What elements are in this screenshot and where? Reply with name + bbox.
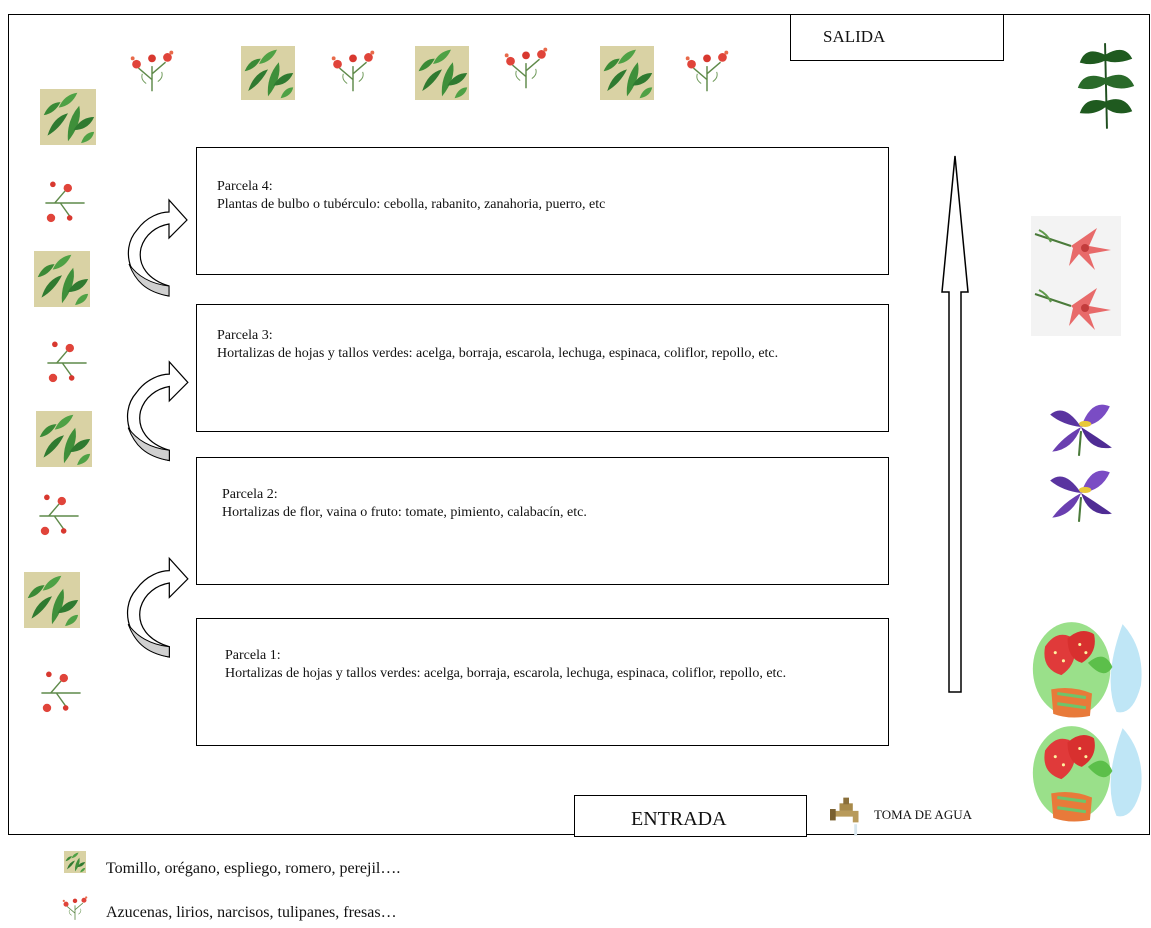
- plot-4: Parcela 4: Plantas de bulbo o tubérculo:…: [196, 147, 889, 275]
- plot-1: Parcela 1: Hortalizas de hojas y tallos …: [196, 618, 889, 746]
- herb-icon: [415, 46, 469, 100]
- exit-box: SALIDA: [790, 14, 1004, 61]
- plot-3: Parcela 3: Hortalizas de hojas y tallos …: [196, 304, 889, 432]
- rotation-arrow-1-to-2: [126, 557, 189, 658]
- flower-icon: [40, 670, 82, 713]
- flower-icon: [38, 493, 80, 536]
- flower-icon: [330, 49, 376, 93]
- lily-icon: [1030, 276, 1122, 336]
- strawberry-icon: [1031, 724, 1144, 824]
- herb-icon: [241, 46, 295, 100]
- plot-1-title: Parcela 1:: [225, 648, 281, 663]
- flower-icon: [46, 340, 88, 383]
- iris-icon: [1049, 469, 1113, 523]
- legend-flowers-text: Azucenas, lirios, narcisos, tulipanes, f…: [106, 904, 397, 921]
- rotation-arrow-3-to-4: [127, 199, 188, 297]
- entrance-box: ENTRADA: [574, 795, 807, 837]
- exit-label: SALIDA: [823, 27, 886, 46]
- plot-4-description: Plantas de bulbo o tubérculo: cebolla, r…: [217, 197, 606, 212]
- plot-3-description: Hortalizas de hojas y tallos verdes: ace…: [217, 346, 779, 361]
- flower-icon: [44, 180, 86, 223]
- plot-4-title: Parcela 4:: [217, 179, 273, 194]
- herb-icon: [600, 46, 654, 100]
- plot-3-title: Parcela 3:: [217, 328, 273, 343]
- legend-herbs: Tomillo, orégano, espliego, romero, pere…: [56, 860, 400, 878]
- herb-icon: [36, 411, 92, 467]
- herb-icon: [40, 89, 96, 145]
- legend-herbs-text: Tomillo, orégano, espliego, romero, pere…: [106, 860, 401, 877]
- legend-flowers: Azucenas, lirios, narcisos, tulipanes, f…: [56, 904, 397, 922]
- plot-2-title: Parcela 2:: [222, 487, 278, 502]
- up-arrow: [941, 155, 969, 693]
- plot-2: Parcela 2: Hortalizas de flor, vaina o f…: [196, 457, 889, 585]
- entrance-label: ENTRADA: [631, 808, 727, 830]
- water-tap-label: TOMA DE AGUA: [874, 807, 972, 822]
- plot-1-description: Hortalizas de hojas y tallos verdes: ace…: [225, 666, 787, 681]
- flower-icon: [503, 46, 549, 90]
- plot-2-description: Hortalizas de flor, vaina o fruto: tomat…: [222, 505, 587, 520]
- flower-icon: [684, 49, 730, 93]
- herb-icon: [24, 572, 80, 628]
- parsley-icon: [1076, 42, 1136, 130]
- iris-icon: [1049, 403, 1113, 457]
- faucet-icon: [830, 796, 861, 838]
- lily-icon: [1030, 216, 1122, 276]
- rotation-arrow-2-to-3: [126, 361, 189, 462]
- herb-icon: [34, 251, 90, 307]
- strawberry-icon: [1031, 620, 1144, 720]
- flower-icon: [129, 49, 175, 93]
